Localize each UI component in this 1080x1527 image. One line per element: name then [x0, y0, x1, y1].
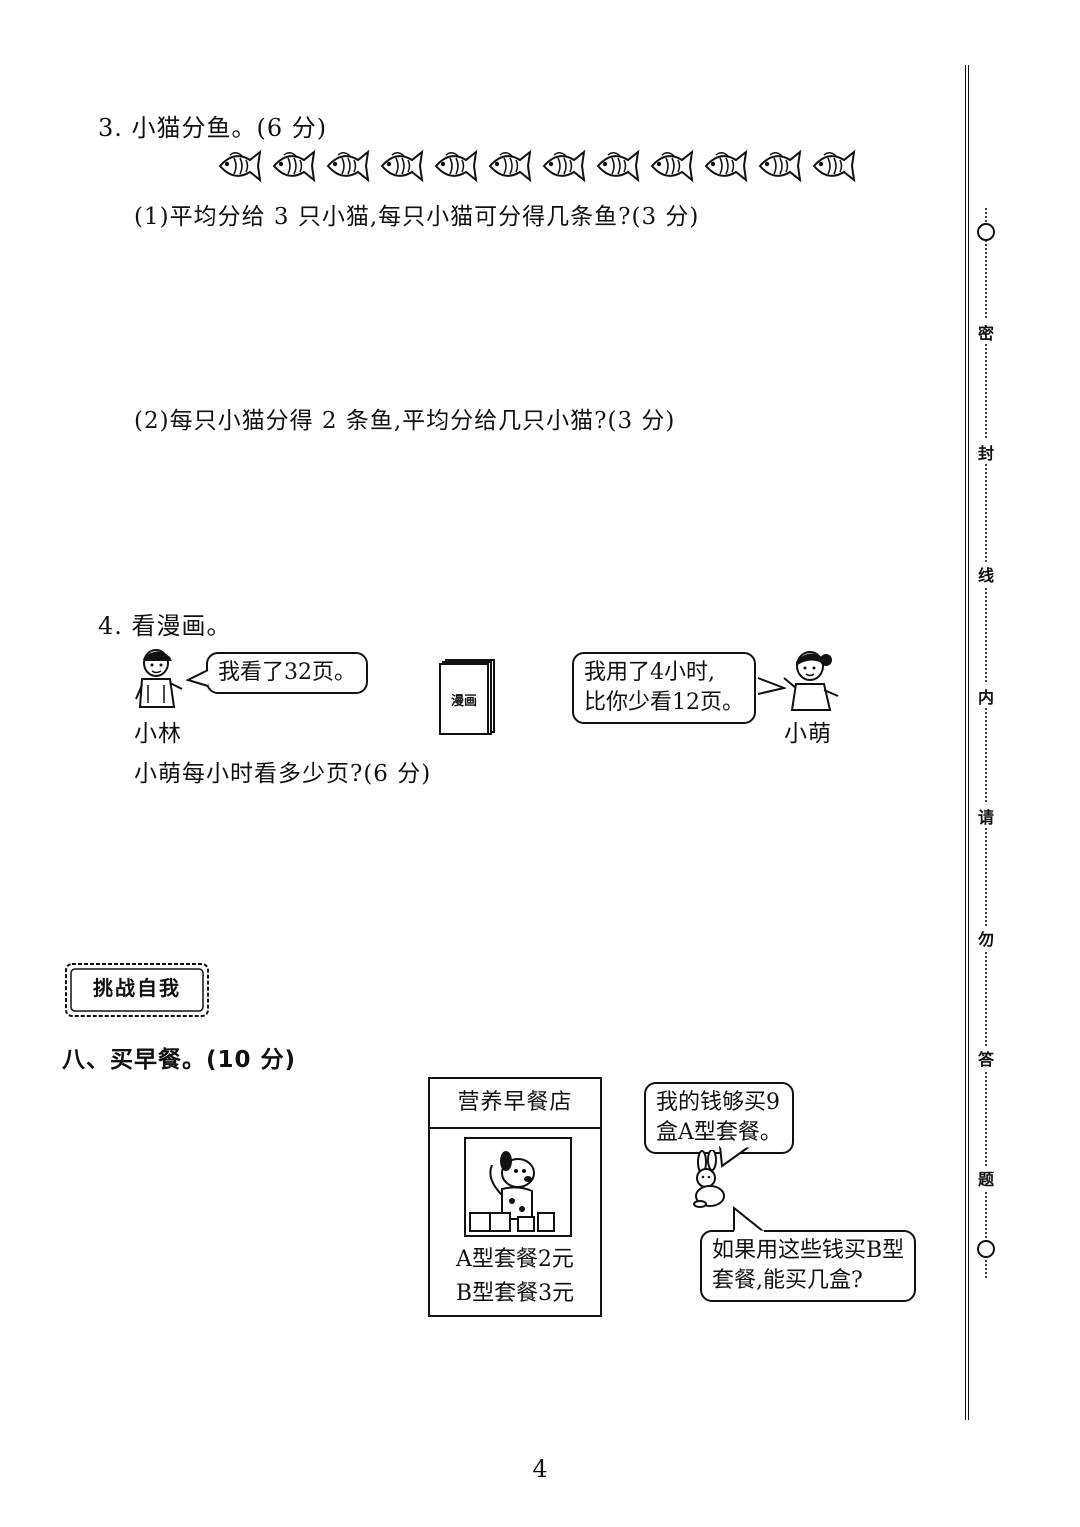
question-bubble-tail — [733, 1206, 765, 1234]
page-number: 4 — [532, 1455, 548, 1483]
fish-icon — [542, 149, 586, 183]
shop-title: 营养早餐店 — [430, 1079, 600, 1129]
question-speech-line1: 如果用这些钱买B型 — [712, 1238, 905, 1263]
dog-shopkeeper-picture — [464, 1137, 572, 1237]
challenge-badge-frame — [65, 963, 209, 1017]
seal-char: 密 — [976, 320, 996, 344]
seal-circle-bottom — [977, 1240, 995, 1258]
xiaolin-figure — [135, 649, 183, 708]
fish-icon — [704, 149, 748, 183]
fish-icon — [758, 149, 802, 183]
fish-icon — [326, 149, 370, 183]
fish-icon — [488, 149, 532, 183]
q8-title: 八、买早餐。(10 分) — [62, 1047, 297, 1073]
xiaolin-speech-text: 我看了32页。 — [218, 660, 356, 685]
price-a: A型套餐2元 — [456, 1247, 574, 1272]
xiaomeng-figure — [783, 651, 839, 711]
seal-char: 勿 — [976, 926, 996, 950]
fish-icon — [272, 149, 316, 183]
fish-icon — [596, 149, 640, 183]
binding-line — [965, 65, 969, 1420]
q3-sub2: (2)每只小猫分得 2 条鱼,平均分给几只小猫?(3 分) — [134, 408, 676, 434]
rabbit-speech-bubble: 我的钱够买9 盒A型套餐。 — [644, 1082, 794, 1154]
fish-icon — [380, 149, 424, 183]
seal-char: 线 — [976, 562, 996, 586]
xiaolin-name: 小林 — [134, 721, 182, 747]
q3-sub1: (1)平均分给 3 只小猫,每只小猫可分得几条鱼?(3 分) — [134, 204, 700, 230]
seal-char: 内 — [976, 684, 996, 708]
fish-icon — [812, 149, 856, 183]
seal-char: 题 — [976, 1166, 996, 1190]
rabbit-speech-line2: 盒A型套餐。 — [656, 1120, 782, 1145]
challenge-badge-text: 挑战自我 — [93, 976, 181, 1000]
xiaomeng-speech-bubble: 我用了4小时, 比你少看12页。 — [572, 652, 756, 724]
fish-icon — [434, 149, 478, 183]
xiaomeng-name: 小萌 — [784, 721, 832, 747]
xiaomeng-speech-line2: 比你少看12页。 — [584, 690, 744, 715]
fish-icon — [650, 149, 694, 183]
xiaomeng-bubble-tail — [757, 677, 786, 695]
question-speech-bubble: 如果用这些钱买B型 套餐,能买几盒? — [700, 1230, 917, 1302]
fish-row — [212, 146, 862, 186]
question-speech-line2: 套餐,能买几盒? — [712, 1268, 863, 1293]
comic-book-label: 漫画 — [450, 694, 477, 709]
xiaomeng-speech-line1: 我用了4小时, — [584, 660, 715, 685]
q4-title: 4. 看漫画。 — [98, 612, 232, 640]
seal-circle-top — [977, 223, 995, 241]
fish-icon — [218, 149, 262, 183]
price-b: B型套餐3元 — [455, 1281, 575, 1306]
q4-question: 小萌每小时看多少页?(6 分) — [134, 761, 432, 787]
seal-char: 答 — [976, 1046, 996, 1070]
xiaolin-bubble-tail — [186, 669, 209, 687]
q3-title: 3. 小猫分鱼。(6 分) — [98, 114, 328, 142]
seal-char: 封 — [976, 440, 996, 464]
rabbit-figure — [693, 1150, 725, 1208]
rabbit-speech-line1: 我的钱够买9 — [656, 1090, 780, 1115]
seal-char: 请 — [976, 804, 996, 828]
xiaolin-speech-bubble: 我看了32页。 — [206, 652, 368, 694]
rabbit-bubble-tail — [719, 1144, 751, 1168]
breakfast-shop-sign: 营养早餐店 A型套餐2元 B型套餐3元 — [428, 1077, 602, 1317]
comic-book-icon — [439, 659, 495, 735]
seal-dotted-line — [985, 208, 989, 1278]
